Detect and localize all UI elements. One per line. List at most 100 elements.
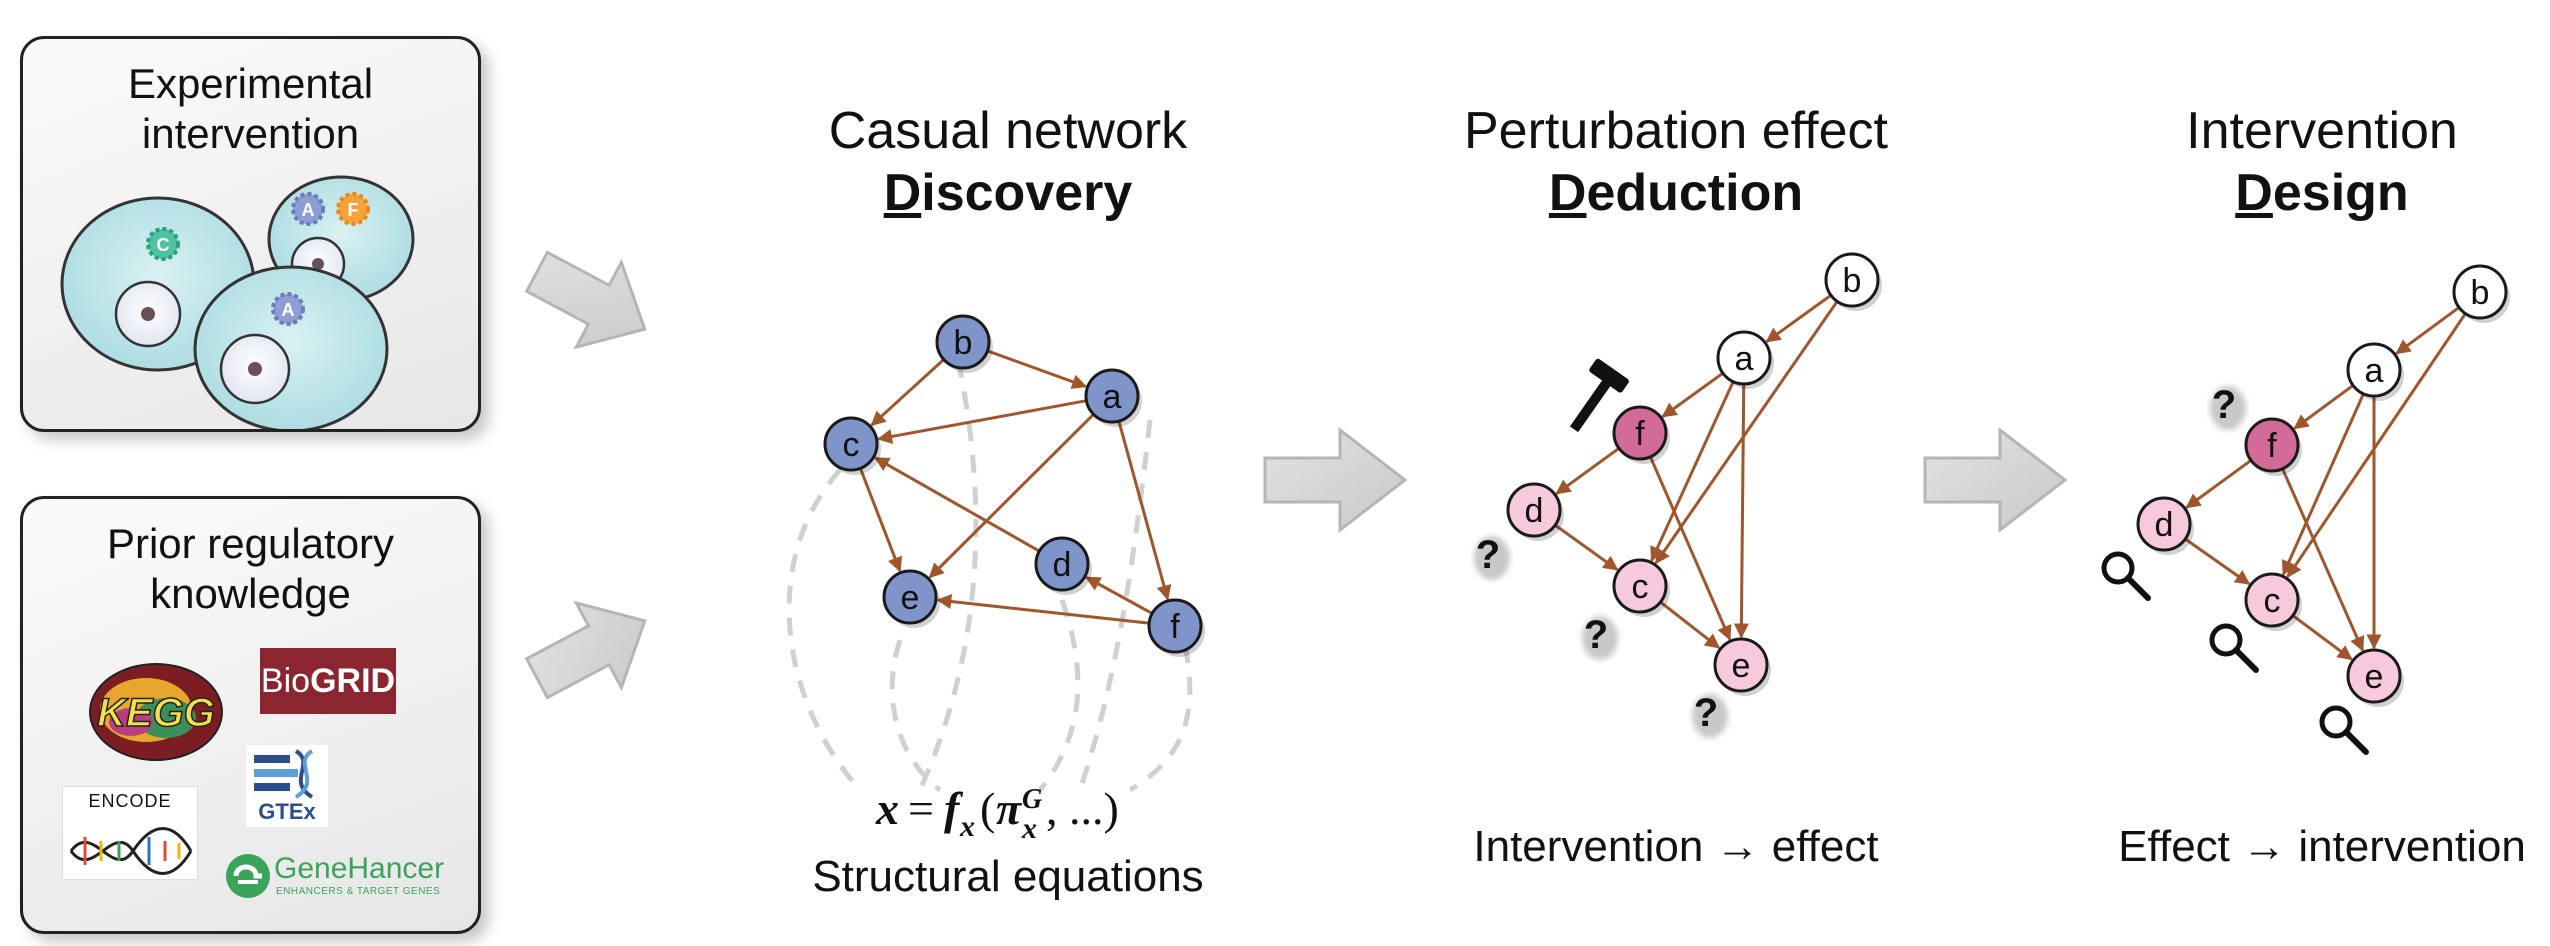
encode-logo-text: ENCODE xyxy=(88,791,172,811)
svg-text:e: e xyxy=(1732,647,1751,685)
cells-illustration: C A F A xyxy=(60,175,415,429)
svg-text:x: x xyxy=(875,783,899,834)
node-f: f xyxy=(2244,417,2302,476)
svg-text:KEGG: KEGG xyxy=(97,691,215,735)
node-e: e xyxy=(2346,648,2404,707)
edge-f-e xyxy=(1649,456,1732,641)
edge-c-e xyxy=(2291,614,2353,661)
heading-line1: Intervention xyxy=(2186,102,2458,160)
svg-text:C: C xyxy=(157,235,170,255)
structural-equation: x = f x ( π x G , ...) xyxy=(875,783,1119,845)
deduction-nodes: a b c d e f xyxy=(1506,252,1882,696)
design-heading: Intervention Design xyxy=(2042,100,2550,224)
discovery-heading: Casual network Discovery xyxy=(728,100,1288,224)
node-b: b xyxy=(1824,252,1882,311)
design-edges xyxy=(2184,306,2467,661)
node-c: c xyxy=(823,416,881,475)
edge-a-f xyxy=(1117,420,1172,601)
heading-emphasis: Discovery xyxy=(883,164,1133,222)
svg-text:e: e xyxy=(901,579,920,617)
biogrid-logo: BioGRID xyxy=(260,648,396,714)
magnifier-icon xyxy=(2319,705,2369,755)
deduction-edges xyxy=(1554,294,1839,649)
svg-text:G: G xyxy=(1022,784,1042,815)
node-e: e xyxy=(882,569,940,628)
edge-a-c xyxy=(2281,393,2365,576)
edge-b-c xyxy=(870,358,945,427)
magnifier-icon xyxy=(2101,551,2151,601)
edge-f-e xyxy=(936,594,1150,625)
edge-d-c xyxy=(1554,523,1619,571)
node-c: c xyxy=(2244,572,2302,631)
genehancer-logo-subtext: ENHANCERS & TARGET GENES xyxy=(276,886,441,897)
node-d: d xyxy=(2136,496,2194,555)
deduction-heading: Perturbation effect Deduction xyxy=(1396,100,1956,224)
kegg-logo: KEGG xyxy=(86,660,226,764)
gtex-dna-icon xyxy=(254,749,314,799)
node-d: d xyxy=(1506,482,1564,541)
structural-equations-caption: Structural equations xyxy=(812,852,1204,901)
gtex-logo-text: GTEx xyxy=(258,799,316,824)
edge-b-c xyxy=(2286,312,2467,579)
svg-text:f: f xyxy=(1170,608,1180,646)
edge-a-c xyxy=(877,399,1087,444)
svg-text:b: b xyxy=(2471,274,2490,312)
experimental-intervention-panel: Experimental intervention xyxy=(20,36,481,432)
genehancer-logo: GeneHancer ENHANCERS & TARGET GENES xyxy=(224,848,444,908)
input-arrow-top xyxy=(524,250,647,350)
svg-text:f: f xyxy=(944,783,964,834)
svg-text:A: A xyxy=(302,200,315,220)
node-f: f xyxy=(1147,598,1205,657)
kegg-logo-graphic: KEGG xyxy=(89,663,223,761)
svg-text:c: c xyxy=(1632,568,1649,606)
deduction-caption: Intervention → effect xyxy=(1473,822,1879,871)
svg-text:=: = xyxy=(908,783,934,834)
edge-a-e xyxy=(1733,383,1749,639)
svg-text:c: c xyxy=(843,426,860,464)
node-e: e xyxy=(1713,637,1771,696)
panel-title-line2: intervention xyxy=(141,110,360,157)
svg-text:b: b xyxy=(1843,262,1862,300)
edge-a-f xyxy=(1661,371,1724,418)
panel-title-line1: Experimental xyxy=(127,60,374,107)
heading-emphasis: Deduction xyxy=(1548,164,1804,222)
edge-b-c xyxy=(1654,300,1839,565)
edge-d-c xyxy=(2184,537,2251,586)
edge-c-e xyxy=(858,467,903,573)
hammer-icon xyxy=(1569,358,1629,433)
perturbation-a-icon: A xyxy=(271,292,305,326)
input-arrow-bottom xyxy=(524,600,647,700)
design-nodes: a b c d e f xyxy=(2136,264,2510,707)
question-mark-icon: ? xyxy=(1582,613,1618,660)
panel-title-line1: Prior regulatory xyxy=(106,520,395,567)
node-a: a xyxy=(2346,342,2404,401)
svg-text:f: f xyxy=(1635,415,1645,453)
svg-text:π: π xyxy=(996,783,1023,834)
edge-a-e xyxy=(928,413,1095,579)
node-a: a xyxy=(1716,330,1774,389)
edge-f-d xyxy=(2185,459,2252,509)
svg-text:c: c xyxy=(2264,582,2281,620)
edge-f-d xyxy=(1555,447,1620,495)
edge-a-c xyxy=(1650,381,1735,562)
edge-f-e xyxy=(2281,468,2365,652)
svg-text:?: ? xyxy=(1694,691,1718,735)
perturbation-a-icon: A xyxy=(291,192,325,226)
discovery-edges xyxy=(858,349,1172,625)
svg-text:F: F xyxy=(348,200,359,220)
perturbation-c-icon: C xyxy=(146,227,180,261)
heading-line1: Casual network xyxy=(828,102,1188,160)
heading-emphasis: Design xyxy=(2235,164,2409,222)
edge-d-c xyxy=(874,456,1041,553)
svg-text:b: b xyxy=(954,324,973,362)
genehancer-icon xyxy=(226,854,270,898)
heading-line1: Perturbation effect xyxy=(1464,102,1888,160)
node-f: f xyxy=(1612,405,1670,464)
node-d: d xyxy=(1034,536,1092,595)
node-c: c xyxy=(1612,558,1670,617)
gtex-logo: GTEx xyxy=(246,745,328,827)
svg-text:e: e xyxy=(2365,658,2384,696)
